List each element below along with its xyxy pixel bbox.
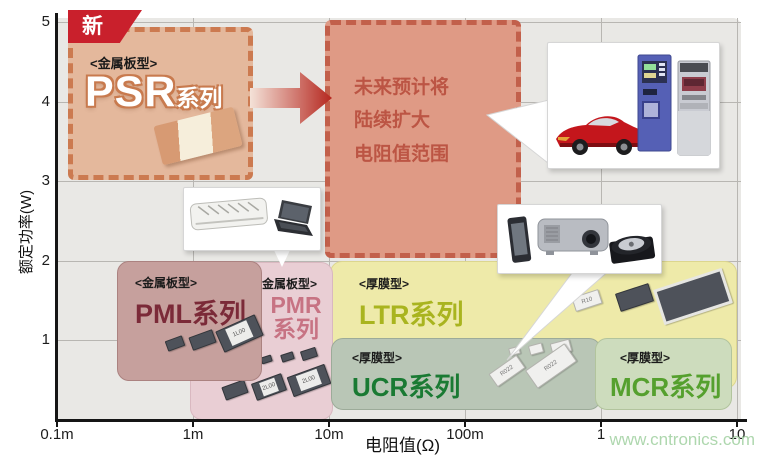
resistor-chip [653, 267, 733, 326]
x-tickmark [192, 422, 194, 427]
psr-series-region: <金属板型> PSR系列 [68, 27, 253, 180]
ucr-series-name: UCR系列 [352, 372, 461, 402]
watermark-text: www.cntronics.com [609, 430, 755, 449]
x-tick-10: 10 [728, 426, 746, 443]
pmr-series-name: PMR系列 [270, 292, 322, 343]
projector-icon [537, 218, 609, 255]
callout-tail [485, 98, 554, 169]
x-tick-1m: 1m [182, 426, 204, 443]
ucr-type-label: <厚膜型> [352, 351, 403, 365]
car-icon [556, 116, 645, 155]
note-line-1: 未来预计将 [354, 77, 450, 98]
x-tickmark [736, 422, 738, 427]
pmr-type-label: <金属板型> [255, 277, 318, 291]
x-tickmark [328, 422, 330, 427]
x-axis-line [55, 419, 747, 422]
ucr-series-region: <厚膜型> UCR系列 R022 R022 [331, 338, 601, 410]
mcr-series-name: MCR系列 [610, 372, 722, 402]
psr-type-label: <金属板型> [90, 56, 158, 71]
pml-series-name: PML系列 [135, 299, 246, 329]
y-tick-4: 4 [41, 93, 50, 110]
psr-name-cjk: 系列 [176, 85, 223, 111]
y-tick-5: 5 [41, 13, 50, 30]
new-badge-label: 新 [82, 15, 103, 38]
callout-tail [272, 246, 292, 267]
resistor-chip: 2L00 [286, 363, 332, 398]
resistor-chip [280, 351, 295, 363]
note-line-2: 陆续扩大 [354, 110, 431, 132]
resistor-chip [164, 335, 186, 352]
psr-series-name: PSR系列 [85, 68, 222, 117]
pml-type-label: <金属板型> [135, 276, 198, 290]
low-power-applications-callout [497, 204, 662, 274]
resistor-chip [188, 329, 217, 351]
x-tick-0p1m: 0.1m [40, 426, 74, 443]
high-power-applications-callout [547, 42, 720, 169]
future-expansion-note: 未来预计将 陆续扩大 电阻值范围 [354, 71, 449, 171]
chip-label: 2L00 [258, 377, 280, 397]
y-tick-3: 3 [41, 172, 50, 189]
note-line-3: 电阻值范围 [354, 143, 450, 165]
vending-machine-icon [637, 54, 672, 152]
y-tick-2: 2 [41, 252, 50, 269]
right-arrow-icon [250, 72, 332, 124]
ltr-series-name: LTR系列 [359, 300, 464, 330]
future-expansion-region: 未来预计将 陆续扩大 电阻值范围 [325, 20, 521, 258]
x-tick-100m: 100m [446, 426, 484, 443]
gridline-x-10 [737, 18, 738, 420]
chip-label: 2L00 [296, 368, 322, 392]
resistor-chip [221, 379, 249, 401]
x-tickmark [600, 422, 602, 427]
mcr-type-label: <厚膜型> [620, 351, 671, 365]
pml-series-region: <金属板型> PML系列 1L00 [117, 261, 264, 381]
resistor-chip [260, 354, 273, 365]
y-tick-1: 1 [41, 331, 50, 348]
air-conditioner-icon [189, 197, 268, 231]
x-tick-10m: 10m [314, 426, 344, 443]
laptop-icon [274, 200, 313, 236]
chip-label: 1L00 [225, 320, 254, 347]
mcr-series-region: <厚膜型> MCR系列 [595, 338, 732, 410]
x-tick-1: 1 [596, 426, 606, 443]
y-axis-line [55, 13, 58, 422]
x-tickmark [56, 422, 58, 427]
smartphone-icon [507, 216, 532, 263]
psr-name-latin: PSR [85, 68, 177, 116]
hard-disk-drive-icon [609, 235, 656, 264]
x-tickmark [464, 422, 466, 427]
y-axis-title: 额定功率(W) [18, 189, 35, 275]
atm-kiosk-icon [677, 60, 711, 156]
x-axis-title: 电阻值(Ω) [364, 436, 441, 455]
resistor-chip [299, 346, 319, 362]
ltr-type-label: <厚膜型> [359, 277, 410, 291]
mid-power-applications-callout [183, 187, 321, 251]
callout-tail [506, 268, 613, 361]
